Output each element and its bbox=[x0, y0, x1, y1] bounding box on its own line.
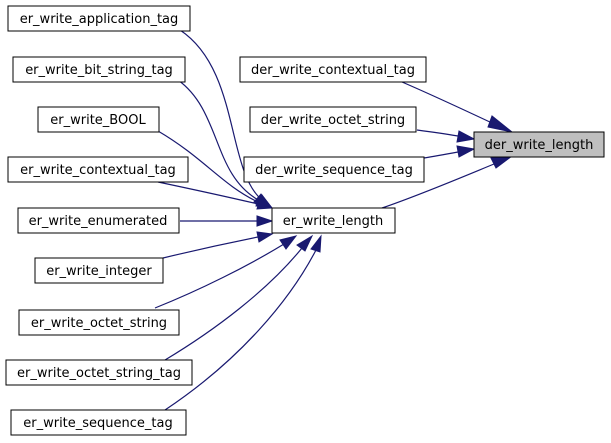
node-label: er_write_length bbox=[283, 214, 383, 229]
edge-der-write-octet-string-to-der-write-length bbox=[416, 129, 476, 143]
node-er-write-bit-string-tag[interactable]: er_write_bit_string_tag bbox=[12, 56, 186, 83]
edge-er-write-enumerated-to-er-write-length bbox=[180, 215, 274, 227]
node-label: er_write_octet_string_tag bbox=[17, 366, 181, 381]
node-er-write-sequence-tag[interactable]: er_write_sequence_tag bbox=[10, 409, 187, 436]
node-label: der_write_length bbox=[485, 138, 594, 153]
node-er-write-contextual-tag[interactable]: er_write_contextual_tag bbox=[7, 156, 189, 183]
node-er-write-bool[interactable]: er_write_BOOL bbox=[37, 106, 160, 133]
node-label: er_write_bit_string_tag bbox=[25, 63, 173, 78]
node-er-write-octet-string[interactable]: er_write_octet_string bbox=[18, 309, 180, 336]
node-label: er_write_application_tag bbox=[20, 12, 179, 27]
edge-er-write-octet-string-to-er-write-length bbox=[154, 235, 298, 309]
node-label: er_write_contextual_tag bbox=[20, 163, 176, 178]
node-er-write-octet-string-tag[interactable]: er_write_octet_string_tag bbox=[5, 359, 193, 386]
node-label: der_write_octet_string bbox=[261, 113, 405, 128]
node-label: der_write_sequence_tag bbox=[255, 163, 413, 178]
node-label: er_write_integer bbox=[46, 264, 152, 279]
node-der-write-octet-string[interactable]: der_write_octet_string bbox=[249, 106, 417, 133]
node-er-write-length[interactable]: er_write_length bbox=[271, 207, 396, 234]
edge-der-write-sequence-tag-to-der-write-length bbox=[423, 145, 476, 159]
node-der-write-contextual-tag[interactable]: der_write_contextual_tag bbox=[239, 56, 427, 83]
node-der-write-length[interactable]: der_write_length bbox=[473, 131, 605, 158]
node-er-write-application-tag[interactable]: er_write_application_tag bbox=[7, 5, 191, 32]
node-label: er_write_octet_string bbox=[31, 316, 167, 331]
node-label: der_write_contextual_tag bbox=[251, 63, 415, 78]
edge-er-write-octet-string-tag-to-er-write-length bbox=[164, 234, 314, 361]
node-label: er_write_BOOL bbox=[50, 113, 146, 128]
edge-er-write-contextual-tag-to-er-write-length bbox=[157, 181, 274, 210]
edge-er-write-sequence-tag-to-er-write-length bbox=[164, 234, 322, 411]
node-er-write-integer[interactable]: er_write_integer bbox=[34, 257, 164, 284]
edge-der-write-contextual-tag-to-der-write-length bbox=[401, 81, 513, 133]
node-er-write-enumerated[interactable]: er_write_enumerated bbox=[17, 207, 180, 234]
node-label: er_write_enumerated bbox=[29, 214, 168, 229]
edge-er-write-integer-to-er-write-length bbox=[162, 231, 274, 259]
node-label: er_write_sequence_tag bbox=[23, 416, 173, 431]
node-der-write-sequence-tag[interactable]: der_write_sequence_tag bbox=[243, 156, 425, 183]
